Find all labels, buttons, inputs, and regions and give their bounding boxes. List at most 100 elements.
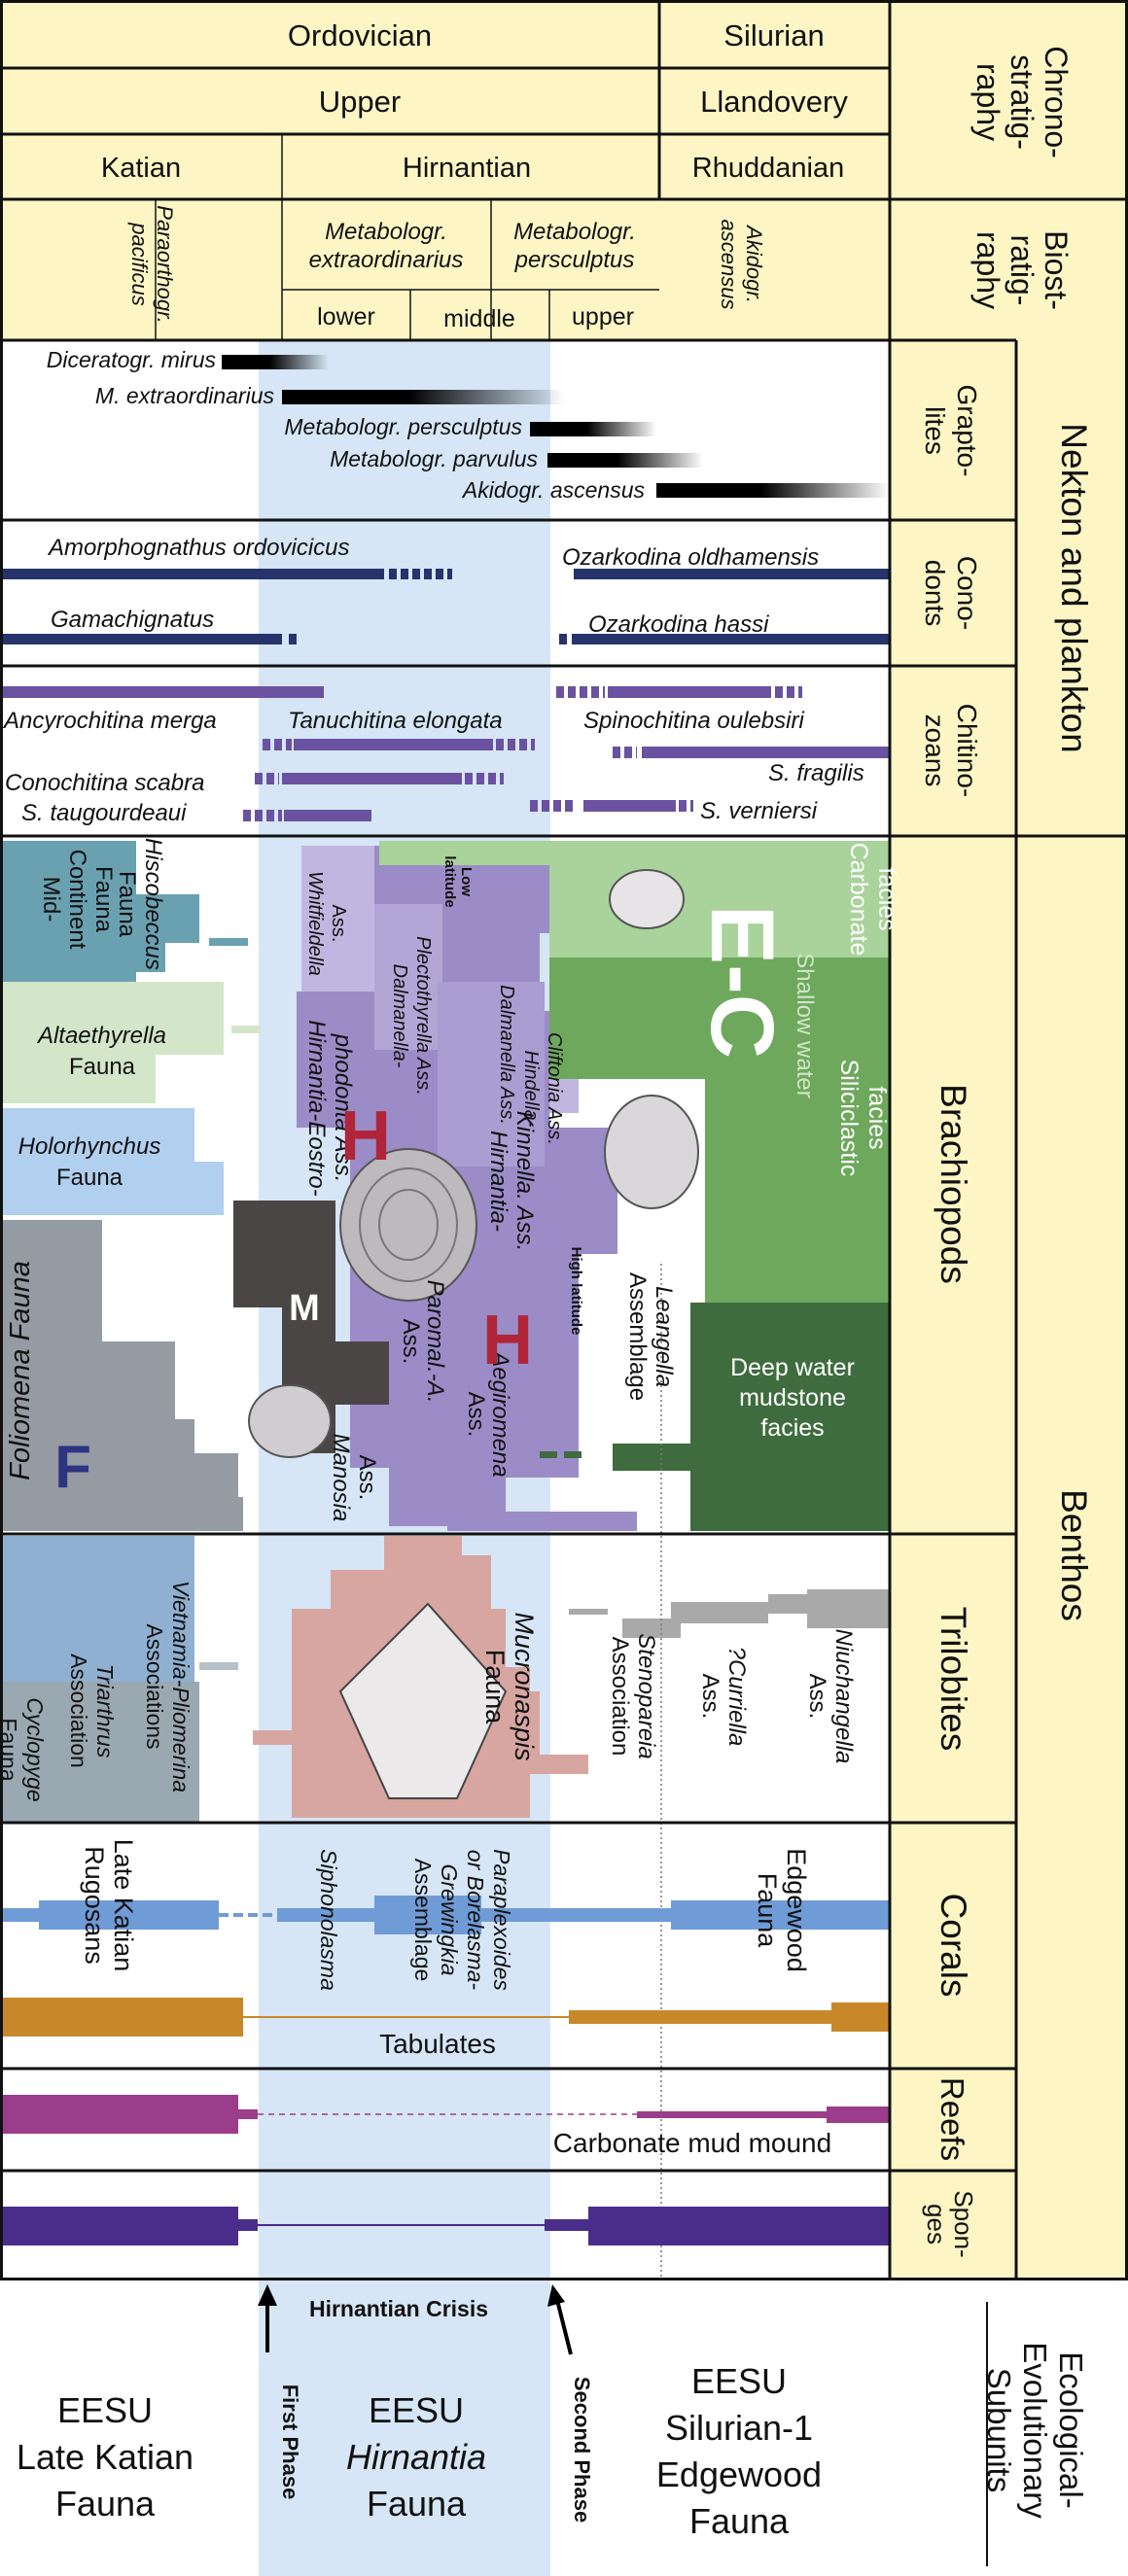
label-stenopareia: Stenopareia Association [607, 1633, 659, 1758]
second-phase-arrow [547, 2284, 573, 2355]
svg-text:Cliftonia Ass.: Cliftonia Ass. [544, 1032, 565, 1145]
svg-text:Rugosans: Rugosans [80, 1846, 109, 1965]
label-manosia: Manosia Ass. [328, 1434, 380, 1522]
label-low-latitude: Low latitude [441, 855, 475, 907]
conodont-gamachignatus: Gamachignatus [51, 607, 214, 633]
biozone-pacificus: Paraorthogr. pacificus [127, 205, 177, 323]
label-siphonolasma: Siphonolasma [316, 1849, 341, 1991]
svg-text:ascensus: ascensus [717, 220, 741, 310]
conodont-range-bar [447, 569, 452, 579]
eesu-right-3: Edgewood [656, 2454, 822, 2494]
label-whitfieldella: Whitfieldella Ass. [304, 871, 349, 976]
chitinozoan-s-verniersi: S. verniersi [700, 798, 818, 824]
benthos-label: Benthos [1054, 1489, 1094, 1621]
biozone-persculptus-line1: Metabologr. [513, 219, 636, 245]
chitinozoan-range-bar [763, 686, 771, 698]
label-tabulates: Tabulates [379, 2029, 496, 2059]
label-triarthrus: Triarthrus Association [66, 1654, 118, 1768]
brachiopod-fossil-illustration-4 [248, 1384, 332, 1458]
chitinozoans-label: Chitino- zoans [920, 704, 982, 797]
label-foliomena-letter: F [54, 1434, 91, 1501]
svg-text:Assemblage: Assemblage [624, 1272, 651, 1401]
label-hirnantia-eostrophodonta: Hirnantia-Eostro- phodonta Ass. [303, 1020, 356, 1196]
series-llandovery: Llandovery [700, 85, 848, 119]
svg-text:Fauna: Fauna [0, 1718, 21, 1781]
chitinozoan-range-bar [266, 773, 274, 784]
holorhynchus-fauna-block [0, 1108, 194, 1162]
svg-text:Niuchangella: Niuchangella [830, 1629, 857, 1764]
chitinozoan-range-bar [274, 739, 282, 750]
label-siliciclastic: Siliciclastic facies [835, 1060, 891, 1177]
svg-text:Fauna: Fauna [114, 871, 140, 938]
graptolite-range-bar [656, 483, 890, 498]
deep-water-facies-block [690, 1303, 890, 1531]
chitinozoan-range-bar [591, 686, 599, 698]
chitinozoan-range-bar [476, 773, 484, 784]
svg-text:donts: donts [920, 560, 950, 627]
svg-text:Hirnantia-: Hirnantia- [485, 1131, 511, 1232]
label-curriella: ?Curriella Ass. [697, 1647, 750, 1747]
chitinozoan-range-bar [565, 800, 573, 812]
svg-text:Spon-: Spon- [949, 2190, 978, 2257]
label-carbonate-mud-mound: Carbonate mud mound [553, 2128, 831, 2158]
foliomena-fauna-block [0, 1220, 243, 1531]
reefs-label: Reefs [934, 2077, 970, 2161]
graptolite-range-bar [530, 422, 656, 436]
chitinozoan-range-bar [255, 773, 263, 784]
chitinozoan-range-bar [679, 800, 687, 812]
conodont-range-bar [572, 634, 890, 644]
svg-text:Ecological-: Ecological- [1053, 2351, 1089, 2508]
hirnantian-lower: lower [317, 303, 375, 331]
brachiopod-fossil-illustration-3 [609, 869, 685, 929]
chitinozoan-range-bar [282, 773, 462, 784]
graptolite-range-bar [222, 355, 329, 369]
biozone-ascensus: Akidogr. ascensus [717, 220, 766, 310]
sponge-bars [0, 2207, 890, 2245]
svg-text:ges: ges [922, 2204, 951, 2245]
conodont-range-bar [0, 569, 384, 579]
eesu-left-3: Fauna [55, 2484, 156, 2524]
svg-text:Association: Association [66, 1654, 91, 1768]
label-foliomena: Foliomena Fauna [5, 1261, 36, 1480]
chitinozoan-range-bar [496, 739, 504, 750]
conodont-range-bar [401, 569, 408, 579]
svg-text:Hindella-: Hindella- [520, 1051, 542, 1128]
label-paraplexoides: Paraplexoides or Borelasma- Grewingkia A… [410, 1849, 514, 1991]
chitinozoan-range-bar [583, 800, 676, 812]
svg-text:Chitino-: Chitino- [952, 704, 982, 797]
chitinozoan-range-bar [286, 739, 292, 750]
chitinozoan-range-bar [278, 773, 279, 784]
eesu-left-1: EESU [57, 2390, 153, 2430]
coral-bars [0, 1896, 890, 2036]
label-late-katian-rugosans: Late Katian Rugosans [80, 1839, 138, 1972]
midcontinent-fauna-block [0, 841, 199, 982]
eesu-label: Ecological- Evolutionary Subunits [981, 2342, 1089, 2519]
chitinozoan-s-fragilis: S. fragilis [768, 760, 864, 786]
graptolite-metabologr-parvulus: Metabologr. parvulus [330, 446, 538, 471]
stage-hirnantian: Hirnantian [403, 153, 531, 184]
reef-bars [0, 2095, 890, 2134]
chitinozoan-range-bar [531, 739, 535, 750]
trilobites-label: Trilobites [934, 1607, 973, 1752]
svg-text:facies: facies [864, 1086, 891, 1149]
conodont-range-bar [559, 634, 567, 644]
svg-text:facies: facies [873, 867, 900, 930]
label-mid-continent: Mid- Continent Fauna [38, 850, 117, 950]
svg-text:Edgewood: Edgewood [782, 1848, 811, 1972]
chitinozoan-spinochitina-oulebsiri: Spinochitina oulebsiri [583, 708, 804, 734]
label-deep-water: Deep water [730, 1354, 855, 1381]
eesu-right-1: EESU [691, 2361, 787, 2401]
svg-text:Mid-: Mid- [38, 877, 64, 922]
brachiopods-label: Brachiopods [934, 1084, 973, 1284]
brachiopod-shapes [0, 841, 890, 1531]
svg-text:or Borelasma-: or Borelasma- [463, 1850, 488, 1991]
svg-text:Kinnella. Ass.: Kinnella. Ass. [511, 1111, 538, 1252]
svg-text:Ass.: Ass. [697, 1674, 723, 1720]
label-shallow-water: Shallow water [792, 953, 818, 1097]
label-altaethyrella: Altaethyrella [36, 1023, 166, 1049]
eesu-mid-3: Fauna [367, 2484, 467, 2524]
nekton-label: Nekton and plankton [1054, 423, 1094, 752]
label-hirnantian-crisis: Hirnantian Crisis [309, 2296, 488, 2321]
svg-text:zoans: zoans [920, 714, 950, 787]
conodonts-label: Cono- donts [920, 556, 982, 630]
